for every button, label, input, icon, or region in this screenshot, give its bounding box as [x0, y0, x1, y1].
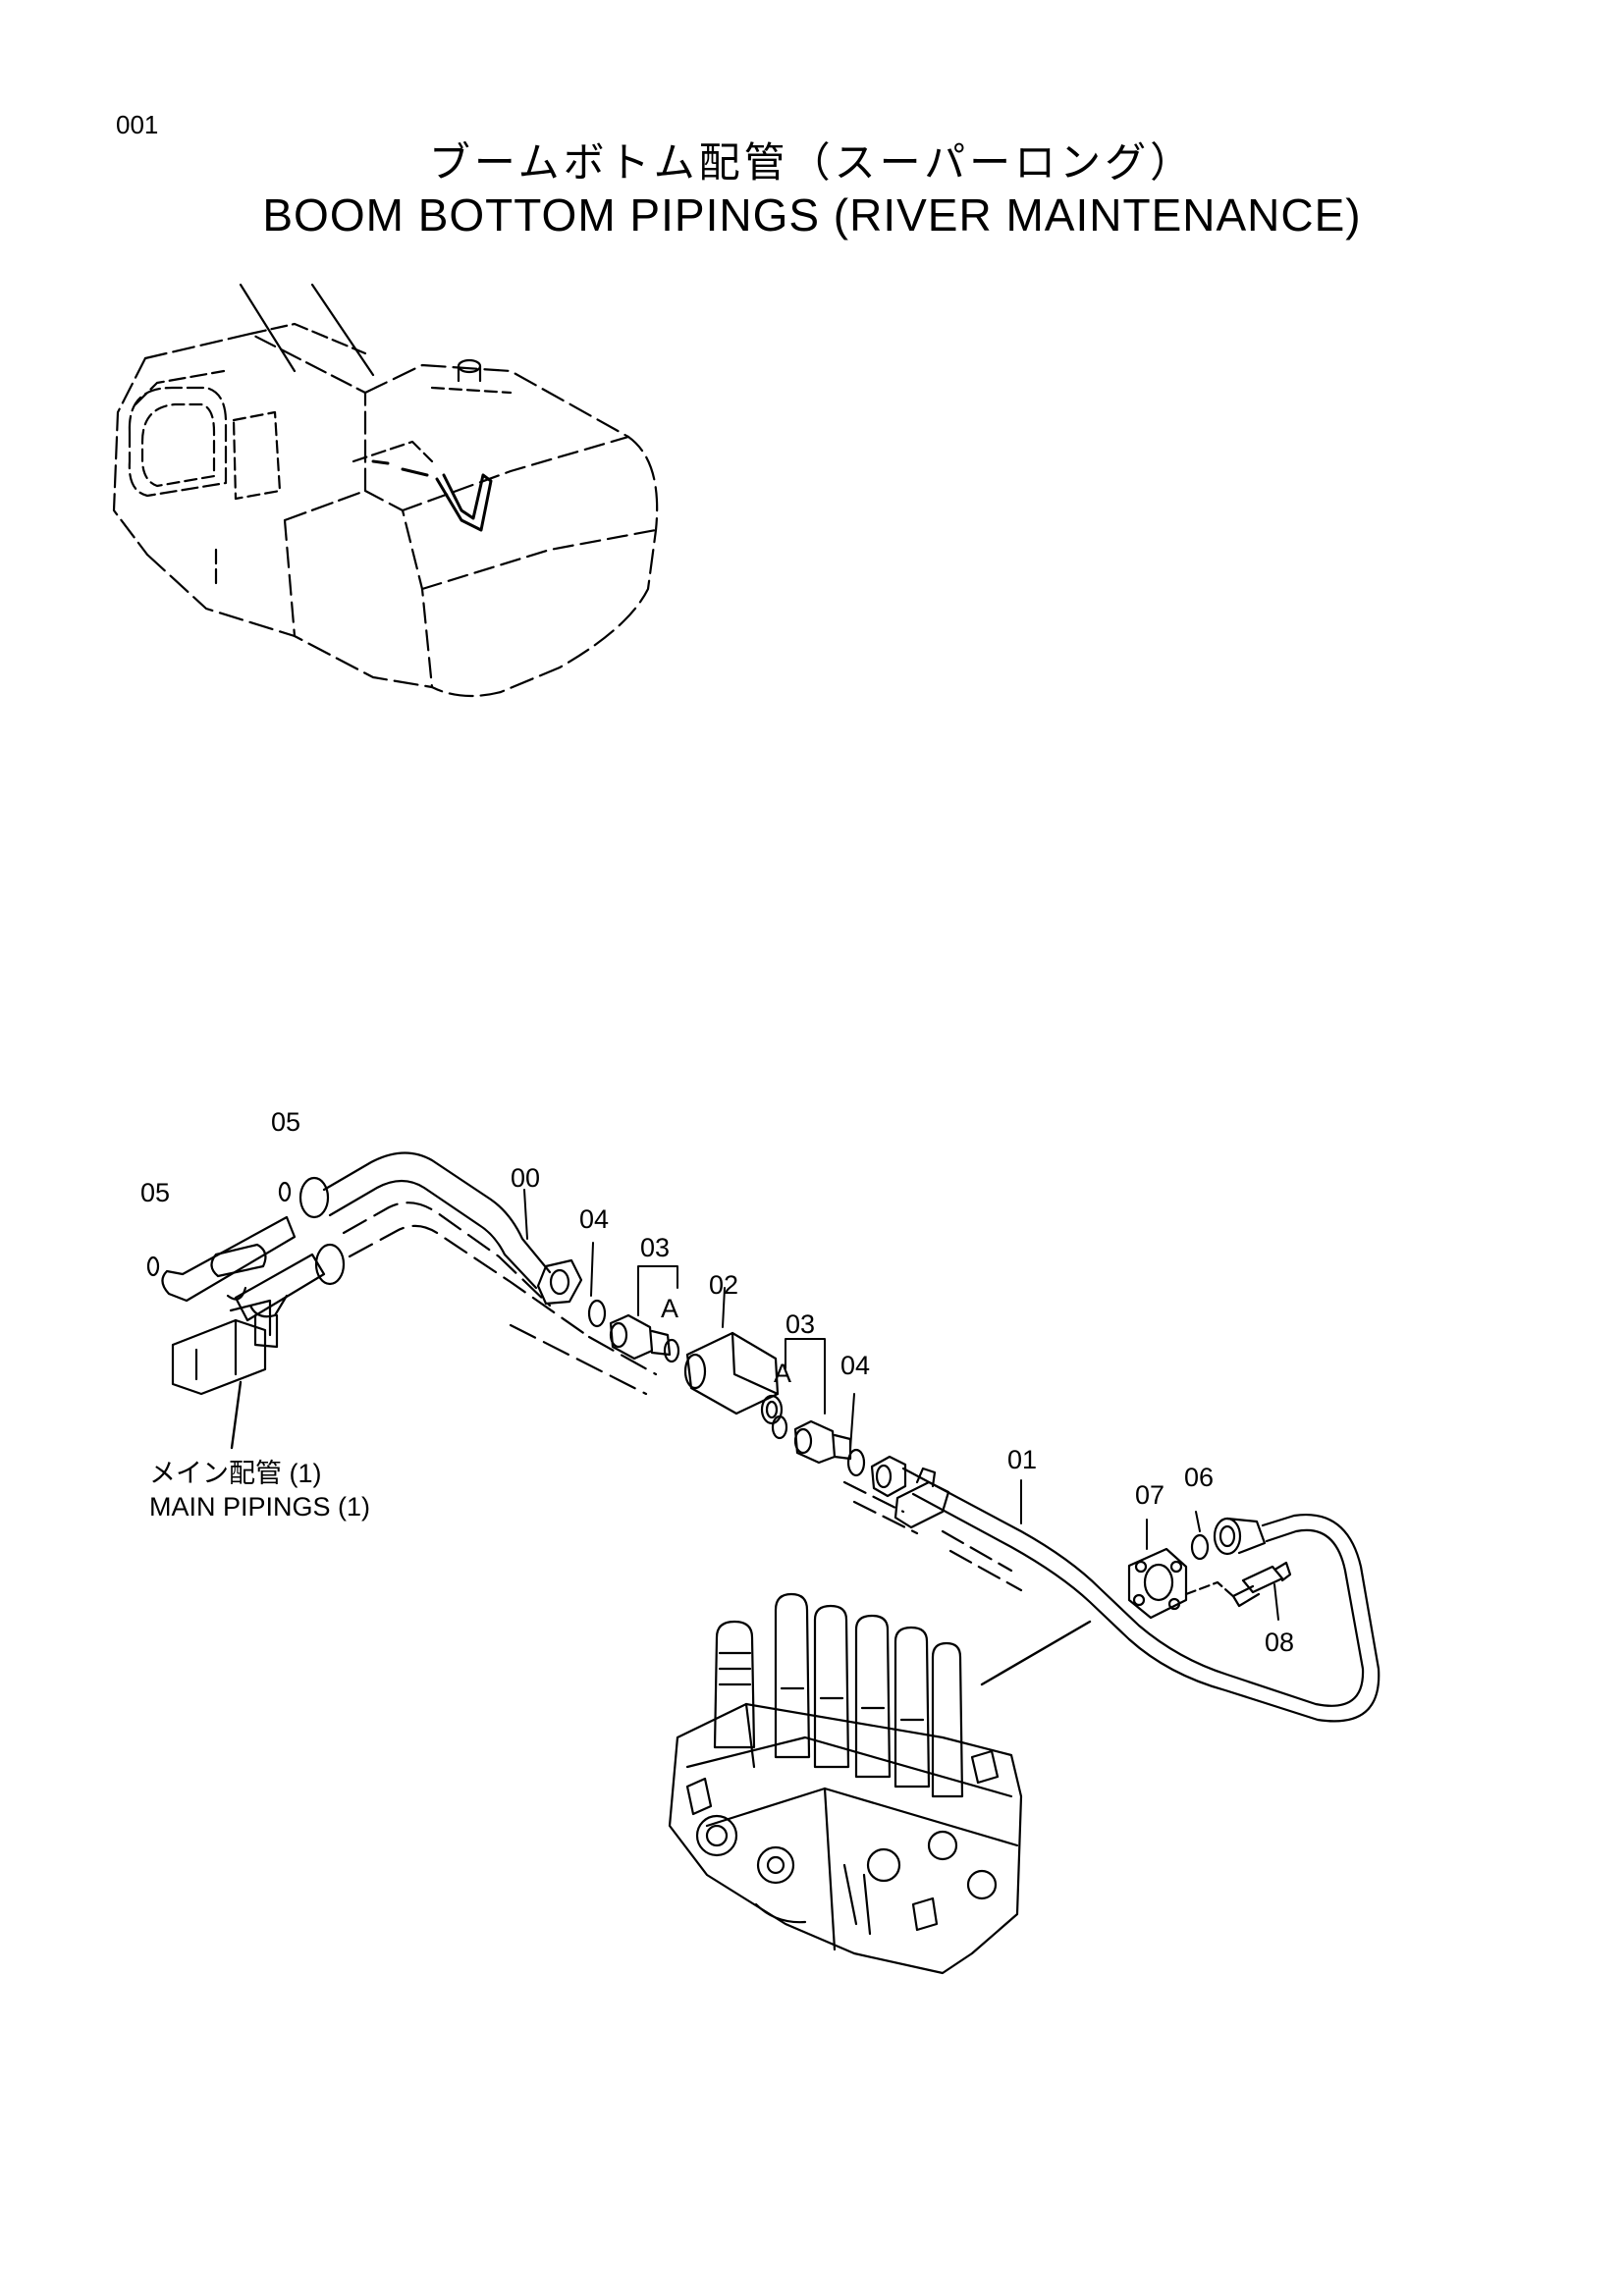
reference-label: MAIN PIPINGS (1): [149, 1492, 371, 1522]
control-valve: [668, 1592, 1092, 1975]
callout-02: 02: [709, 1270, 739, 1300]
exploded-fittings: [587, 1299, 866, 1477]
callout-04-left: 04: [579, 1204, 610, 1234]
flange-assembly: [1127, 1533, 1292, 1620]
callout-04-right: 04: [840, 1351, 871, 1380]
callout-06: 06: [1184, 1463, 1215, 1492]
callout-a-right: A: [774, 1359, 792, 1388]
main-pipings-connection: [146, 1176, 346, 1450]
callout-01: 01: [1007, 1445, 1038, 1474]
callout-07: 07: [1135, 1480, 1165, 1510]
reference-label-japanese: メイン配管 (1): [149, 1459, 322, 1488]
pipe-00: [322, 1151, 658, 1396]
callout-00: 00: [511, 1163, 541, 1193]
callout-a-left: A: [661, 1294, 679, 1323]
callout-leaders: [523, 1189, 1279, 1621]
pipe-01: [842, 1455, 1380, 1723]
callout-03-right: 03: [785, 1309, 816, 1339]
callout-05-top: 05: [271, 1107, 301, 1137]
page-title: BOOM BOTTOM PIPINGS (RIVER MAINTENANCE): [262, 189, 1362, 240]
callout-08: 08: [1265, 1628, 1295, 1657]
page-title-japanese: ブームボトム配管（スーパーロング）: [428, 138, 1196, 187]
callout-05-left: 05: [140, 1178, 171, 1207]
page-number: 001: [116, 110, 159, 139]
callout-03-left: 03: [640, 1233, 671, 1262]
excavator-overview-illustration: [112, 283, 659, 698]
